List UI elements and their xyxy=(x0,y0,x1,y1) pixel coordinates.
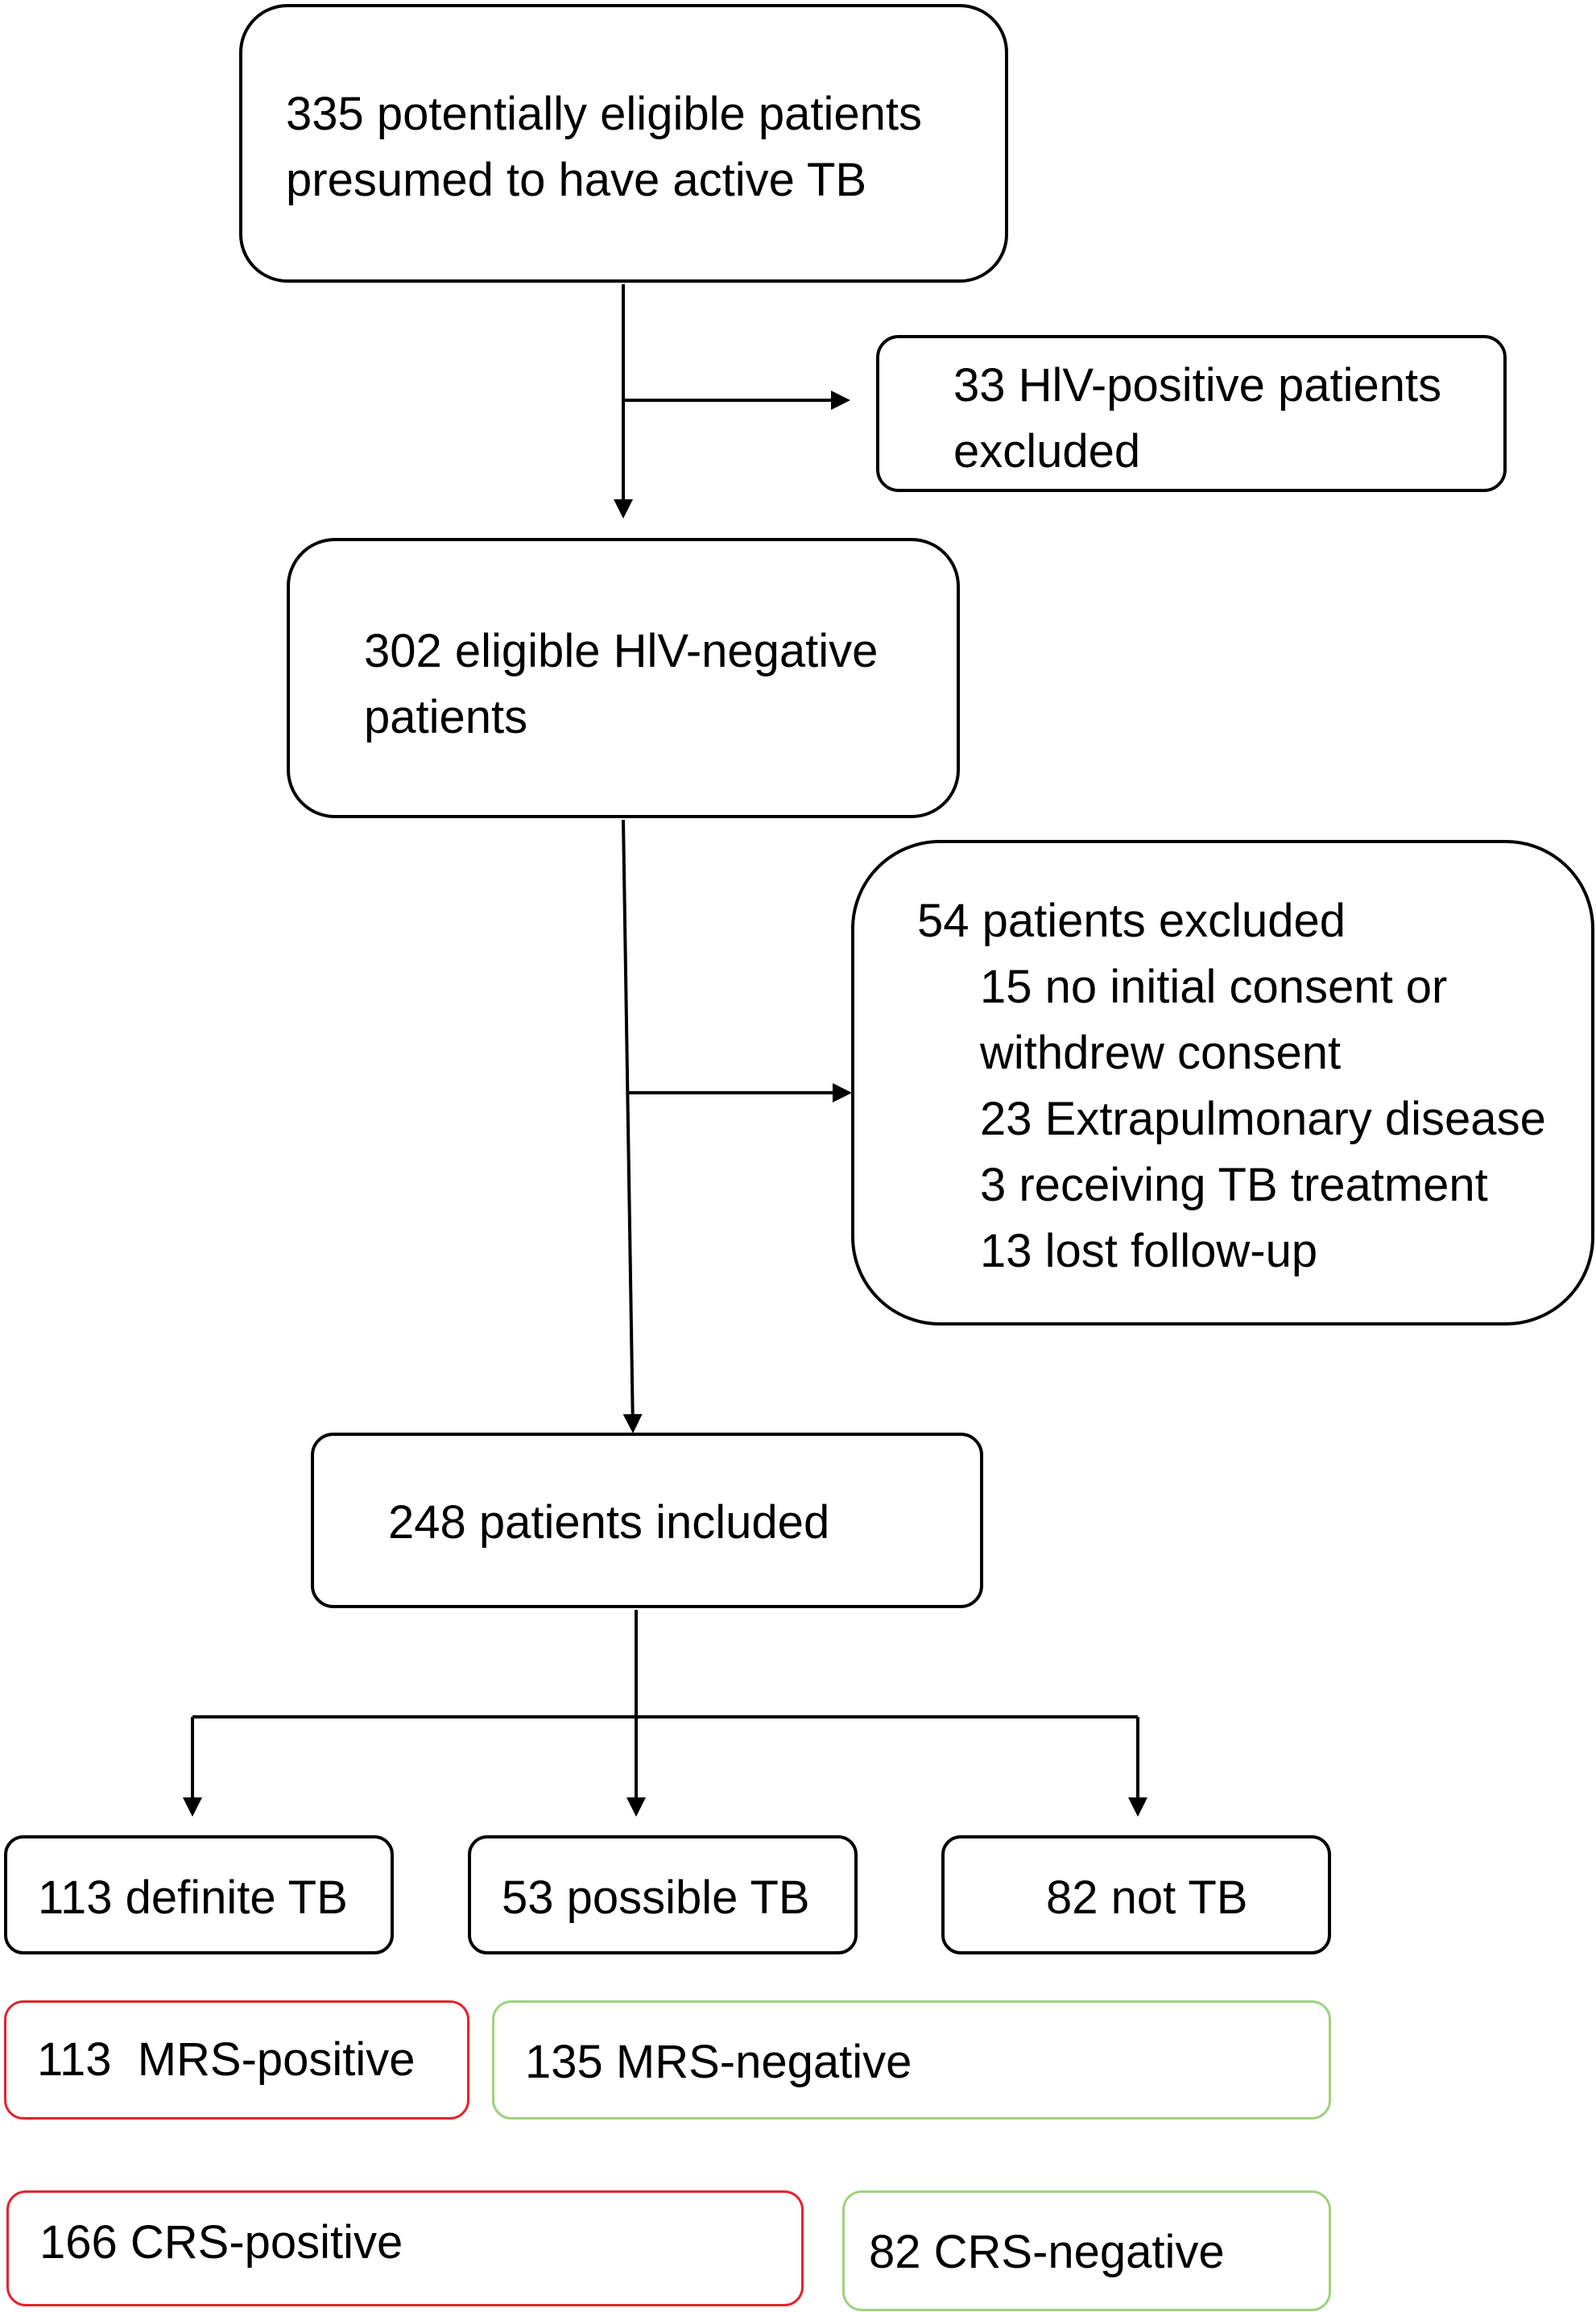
not-tb-box: 82 not TB xyxy=(941,1835,1331,1954)
screened-line-2: presumed to have active TB xyxy=(286,154,867,206)
excluded-reason-1: 15 no initial consent or xyxy=(980,961,1448,1013)
eligible-line-1: 302 eligible HlV-negative xyxy=(364,625,879,677)
eligible-patients-box: 302 eligible HlV-negative patients xyxy=(287,538,960,818)
hiv-excluded-line-2: excluded xyxy=(953,425,1141,478)
possible-tb-box: 53 possible TB xyxy=(468,1835,858,1954)
excluded-patients-box: 54 patients excluded 15 no initial conse… xyxy=(851,840,1594,1326)
screened-patients-box: 335 potentially eligible patients presum… xyxy=(239,4,1008,283)
hiv-excluded-line-1: 33 HlV-positive patients xyxy=(953,359,1442,412)
excluded-reason-3: 23 Extrapulmonary disease xyxy=(980,1093,1546,1145)
mrs-positive-box: 113 MRS-positive xyxy=(4,2000,469,2120)
crs-negative-text: 82 CRS-negative xyxy=(869,2226,1225,2278)
excluded-reason-2: withdrew consent xyxy=(980,1027,1342,1079)
mrs-positive-text: 113 MRS-positive xyxy=(37,2033,416,2086)
excluded-reason-4: 3 receiving TB treatment xyxy=(980,1159,1488,1211)
possible-tb-text: 53 possible TB xyxy=(502,1872,810,1924)
crs-positive-text: 166 CRS-positive xyxy=(39,2216,403,2269)
eligible-patients-text: 302 eligible HlV-negative patients xyxy=(364,618,878,751)
excluded-heading: 54 patients excluded xyxy=(917,895,1346,947)
screened-line-1: 335 potentially eligible patients xyxy=(286,88,922,140)
mrs-negative-text: 135 MRS-negative xyxy=(525,2036,912,2088)
mrs-negative-box: 135 MRS-negative xyxy=(492,2000,1331,2120)
eligible-line-2: patients xyxy=(364,691,528,743)
included-patients-text: 248 patients included xyxy=(388,1496,830,1549)
crs-negative-box: 82 CRS-negative xyxy=(842,2190,1331,2311)
hiv-excluded-box: 33 HlV-positive patients excluded xyxy=(876,335,1507,492)
screened-patients-text: 335 potentially eligible patients presum… xyxy=(286,81,922,213)
connector-eligible-to-included xyxy=(622,819,643,1433)
included-patients-box: 248 patients included xyxy=(311,1433,983,1608)
hiv-excluded-text: 33 HlV-positive patients excluded xyxy=(953,353,1441,485)
excluded-patients-text: 54 patients excluded 15 no initial conse… xyxy=(917,888,1546,1284)
not-tb-text: 82 not TB xyxy=(1046,1872,1248,1924)
definite-tb-text: 113 definite TB xyxy=(38,1872,348,1924)
definite-tb-box: 113 definite TB xyxy=(4,1835,394,1954)
excluded-reason-5: 13 lost follow-up xyxy=(980,1225,1318,1277)
crs-positive-box: 166 CRS-positive xyxy=(6,2190,804,2306)
